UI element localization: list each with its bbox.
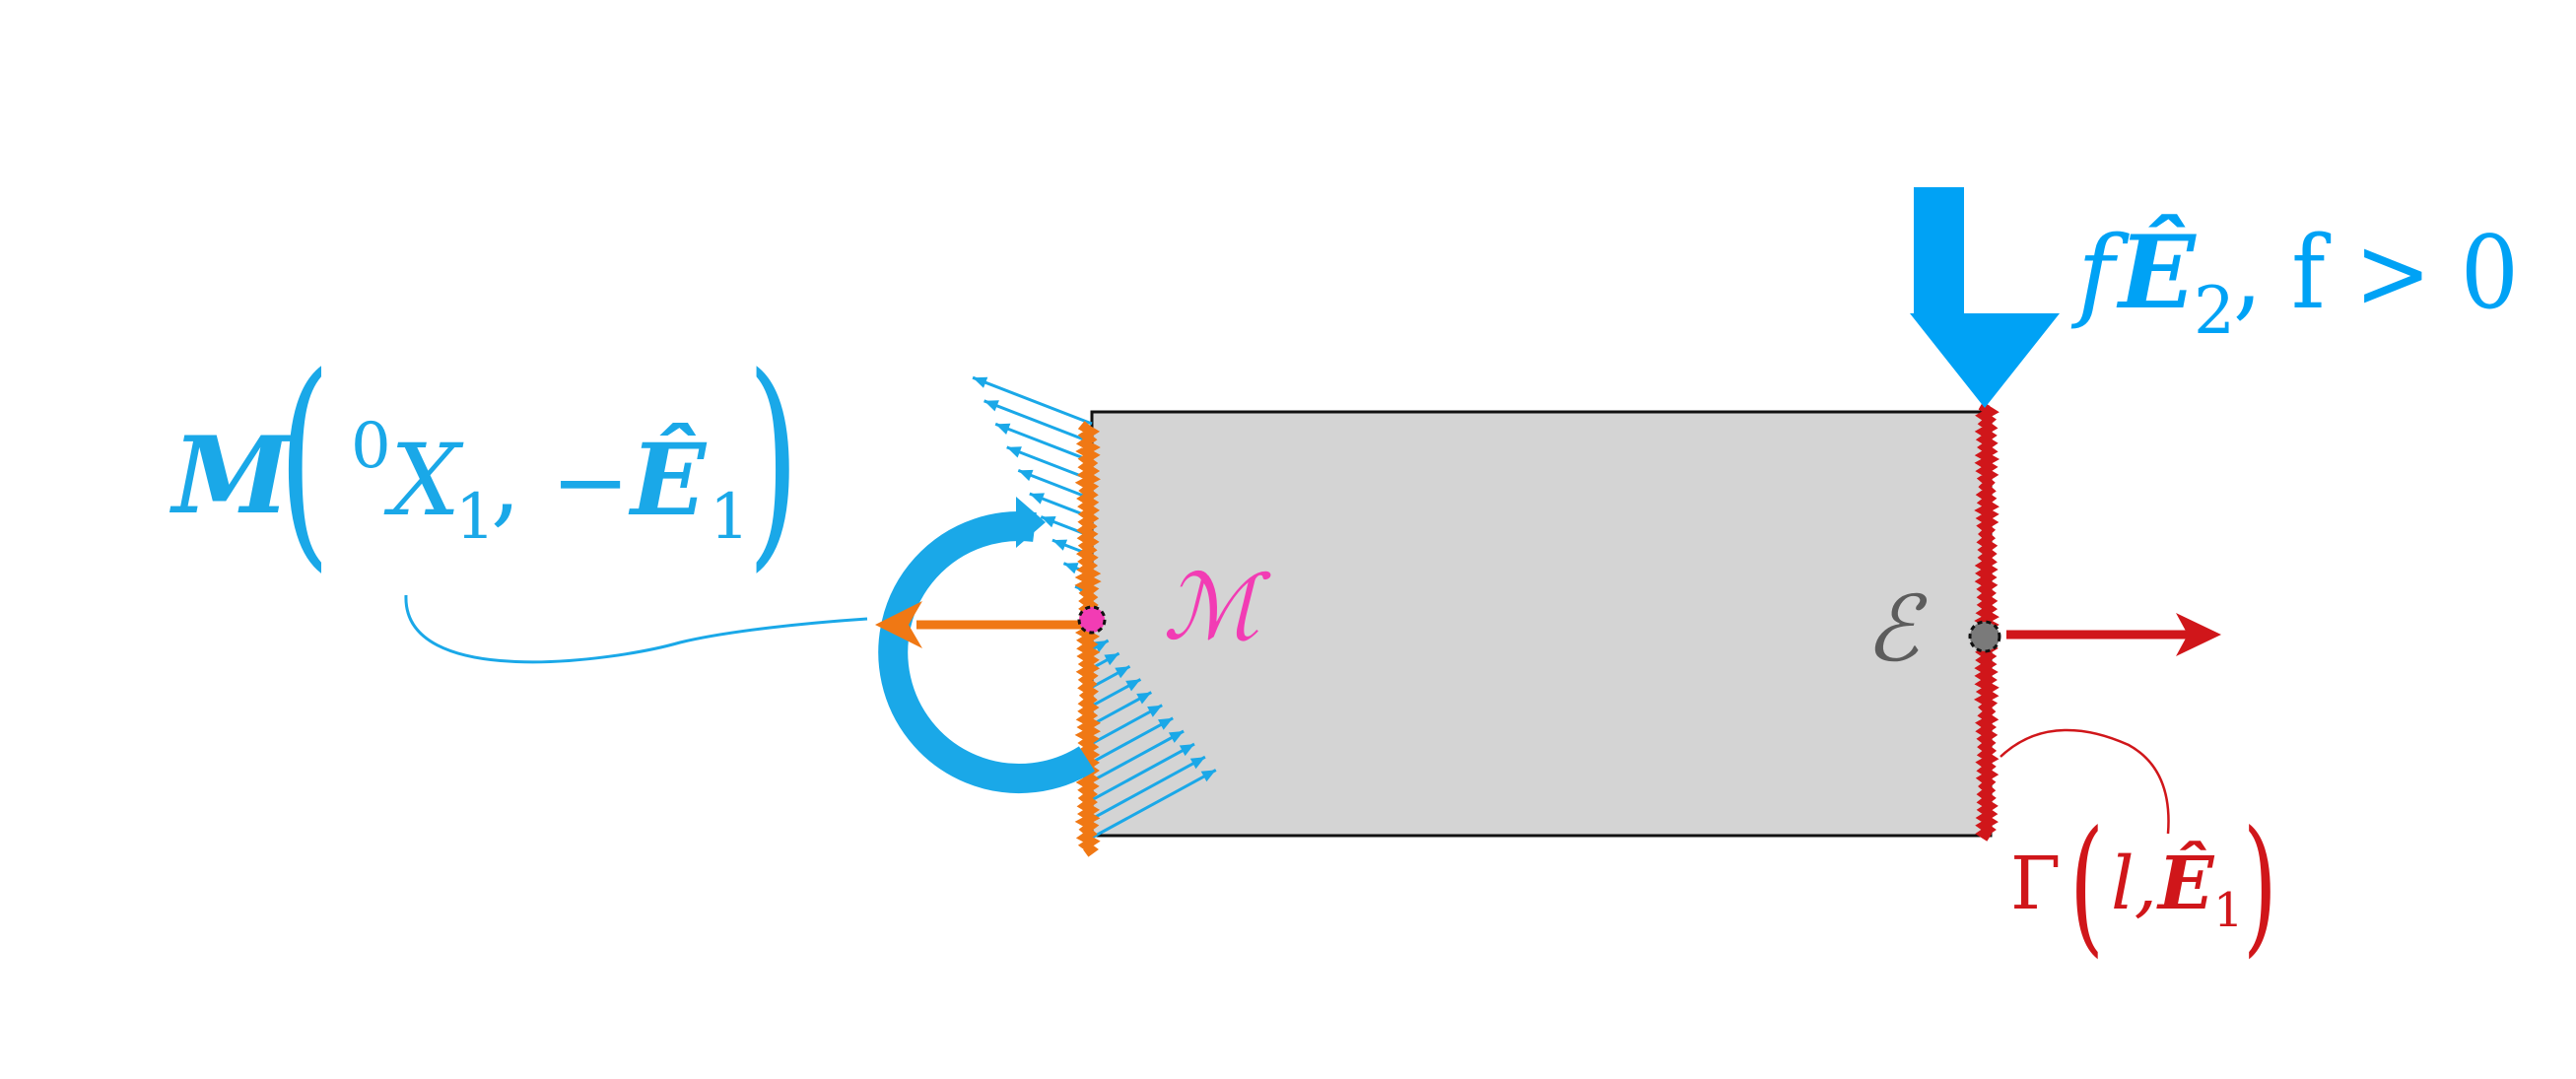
point-e-marker [1970, 622, 2000, 651]
traction-arrowhead-icon [1018, 470, 1033, 481]
boundary-left-paren: ( [2069, 800, 2104, 973]
traction-arrowhead-icon [1052, 540, 1067, 551]
boundary-argument: l, [2111, 842, 2157, 926]
moment-right-paren: ) [747, 328, 800, 592]
moment-direction: Ê [628, 422, 708, 538]
force-label: f Ê 2 , f > 0 [2070, 213, 2519, 349]
moment-curved-arrow-icon [893, 526, 1087, 778]
force-vector-sub: 2 [2194, 273, 2235, 349]
traction-arrowhead-icon [1063, 563, 1078, 573]
point-m-label: ℳ [1163, 555, 1271, 660]
boundary-label: Γ ( l, Ê 1 ) [2010, 800, 2277, 973]
traction-arrowhead-icon [1007, 446, 1022, 457]
force-down-arrow-icon [1910, 187, 2060, 408]
moment-separator: , − [491, 427, 630, 537]
moment-direction-sub: 1 [710, 481, 750, 554]
point-m-marker [1079, 607, 1105, 633]
traction-arrowhead-icon [1030, 493, 1045, 504]
boundary-vector-sub: 1 [2213, 883, 2244, 938]
traction-arrowhead-icon [973, 377, 987, 388]
moment-label: M ( 0 X 1 , − Ê 1 ) [169, 328, 800, 592]
moment-superscript: 0 [351, 410, 391, 483]
moment-leader-line [406, 595, 867, 662]
left-boundary-edge [1084, 424, 1092, 853]
boundary-right-paren: ) [2243, 800, 2277, 973]
moment-symbol: M [169, 414, 294, 538]
moment-position-sub: 1 [455, 481, 496, 554]
force-condition: , f > 0 [2233, 215, 2519, 332]
boundary-vector: Ê [2156, 840, 2215, 926]
moment-position: X [383, 423, 464, 538]
traction-arrow-shaft [984, 401, 1092, 442]
traction-arrowhead-icon [984, 400, 999, 411]
traction-arrow-shaft [995, 424, 1092, 461]
force-vector: Ê [2116, 213, 2197, 332]
traction-arrowhead-icon [995, 424, 1010, 435]
boundary-symbol: Γ [2010, 842, 2061, 926]
moment-left-paren: ( [278, 328, 331, 592]
point-e-label: ℰ [1864, 576, 1928, 682]
